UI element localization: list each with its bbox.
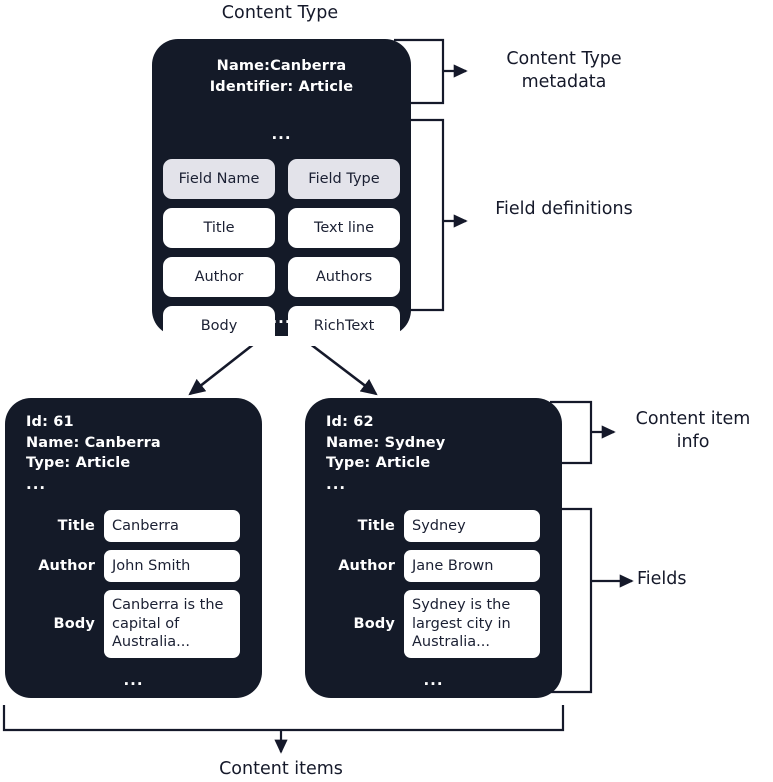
field-name-cell: Author [163, 257, 275, 297]
field-name-cell: Title [163, 208, 275, 248]
content-item-fields: Title Sydney Author Jane Brown Body Sydn… [319, 510, 548, 658]
field-definitions-table: Field Name Field Type Title Text line Au… [163, 159, 400, 346]
field-type-cell: Authors [288, 257, 400, 297]
field-type-cell: Text line [288, 208, 400, 248]
content-item-info-ellipsis: ... [26, 475, 47, 493]
field-value: John Smith [104, 550, 240, 582]
content-item-type: Type: Article [26, 455, 131, 472]
content-type-card: Name:Canberra Identifier: Article ... Fi… [152, 39, 411, 346]
field-label: Author [38, 558, 95, 574]
field-label: Author [338, 558, 395, 574]
field-label: Body [353, 615, 395, 632]
content-type-name: Name:Canberra [216, 58, 347, 74]
bracket-fields [550, 507, 634, 694]
content-item-fields: Title Canberra Author John Smith Body Ca… [19, 510, 248, 658]
content-item-type: Type: Article [326, 455, 431, 472]
content-item-name: Name: Sydney [326, 434, 446, 451]
bracket-content-items [2, 705, 565, 754]
content-item-name: Name: Canberra [26, 434, 161, 451]
content-type-bottom-ellipsis: ... [271, 309, 292, 327]
column-header-field-name: Field Name [163, 159, 275, 199]
column-header-field-type: Field Type [288, 159, 400, 199]
arrow-to-item-61 [188, 338, 260, 396]
content-item-info: Id: 62 Name: Sydney Type: Article [326, 412, 445, 474]
content-type-identifier: Identifier: Article [209, 78, 354, 95]
content-item-card: Id: 61 Name: Canberra Type: Article ... … [5, 398, 262, 698]
field-type-cell: RichText [288, 306, 400, 346]
diagram-title: Content Type [221, 3, 339, 23]
content-item-card: Id: 62 Name: Sydney Type: Article ... Ti… [305, 398, 562, 698]
annotation-field-definitions: Field definitions [495, 199, 633, 219]
field-label: Title [357, 518, 395, 534]
annotation-content-item-info: Content item info [635, 409, 751, 453]
content-type-metadata: Name:Canberra Identifier: Article [152, 56, 411, 97]
field-row: Title Canberra [19, 510, 248, 542]
arrow-to-item-62 [304, 338, 378, 396]
annotation-content-items: Content items [219, 759, 343, 779]
field-name-cell: Body [163, 306, 275, 346]
field-definition-row: Title Text line [163, 208, 400, 248]
field-label: Body [53, 615, 95, 632]
content-type-metadata-ellipsis: ... [271, 125, 292, 143]
field-value: Canberra [104, 510, 240, 542]
field-definition-row: Body RichText [163, 306, 400, 346]
field-value: Sydney is the largest city in Australia.… [404, 590, 540, 658]
annotation-fields: Fields [637, 569, 687, 589]
content-item-id: Id: 61 [26, 414, 74, 430]
field-row: Title Sydney [319, 510, 548, 542]
field-definitions-header-row: Field Name Field Type [163, 159, 400, 199]
content-item-bottom-ellipsis: ... [423, 671, 444, 689]
field-row: Body Sydney is the largest city in Austr… [319, 590, 548, 658]
field-row: Body Canberra is the capital of Australi… [19, 590, 248, 658]
field-row: Author John Smith [19, 550, 248, 582]
field-value: Sydney [404, 510, 540, 542]
content-item-id: Id: 62 [326, 414, 374, 430]
field-definition-row: Author Authors [163, 257, 400, 297]
field-value: Jane Brown [404, 550, 540, 582]
content-item-bottom-ellipsis: ... [123, 671, 144, 689]
bracket-field-definitions [408, 118, 468, 312]
content-item-info: Id: 61 Name: Canberra Type: Article [26, 412, 161, 474]
annotation-content-type-metadata: Content Type metadata [506, 49, 622, 93]
field-label: Title [57, 518, 95, 534]
field-row: Author Jane Brown [319, 550, 548, 582]
content-item-info-ellipsis: ... [326, 475, 347, 493]
field-value: Canberra is the capital of Australia... [104, 590, 240, 658]
